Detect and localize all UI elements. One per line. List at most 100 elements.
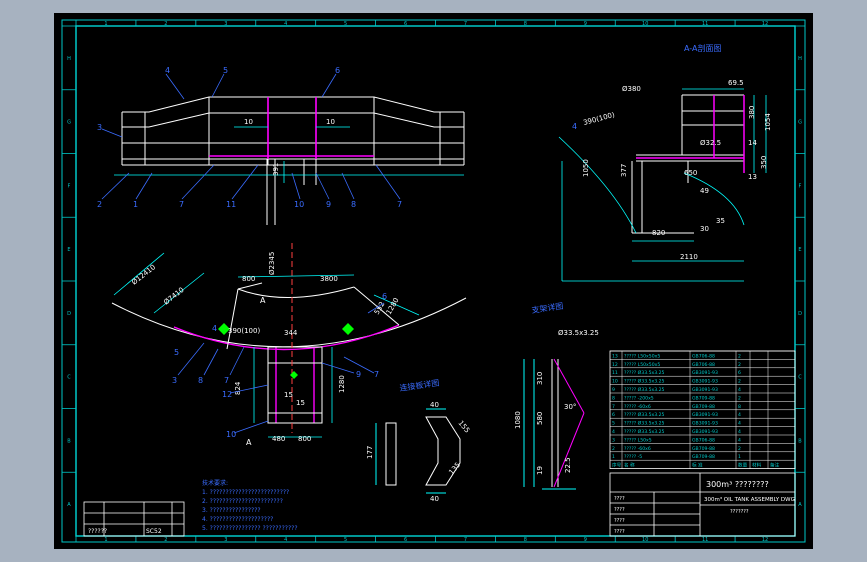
zone-number-top: 1 bbox=[104, 21, 107, 27]
aa-base-total: 2110 bbox=[680, 253, 698, 261]
parts-table-cell: 2 bbox=[738, 446, 741, 452]
tech-notes: 技术要求: 1. ????????????????????????? 2. ??… bbox=[202, 479, 298, 532]
plate-h: 177 bbox=[366, 446, 374, 459]
plan-b1: 480 bbox=[272, 435, 285, 443]
front-dim-right: 10 bbox=[326, 118, 335, 126]
aa-w1: Ø32.5 bbox=[700, 139, 721, 147]
aa-mark: 4 bbox=[572, 122, 577, 131]
aa-top-dia: Ø380 bbox=[622, 85, 641, 93]
parts-table-cell: ????? L50x5 bbox=[624, 437, 652, 443]
section-aa-dims bbox=[558, 88, 767, 282]
zone-number-top: 7 bbox=[464, 21, 467, 27]
title-row-0: ???? bbox=[614, 496, 625, 502]
parts-table-cell: ????? Ø33.5x3.25 bbox=[624, 369, 665, 376]
parts-table-cell: ????? -60x6 bbox=[624, 446, 651, 452]
front-callout-4: 4 bbox=[165, 66, 170, 75]
aa-bar: 650 bbox=[684, 169, 697, 177]
parts-table-cell: GB706-88 bbox=[692, 362, 715, 368]
zone-number-top: 12 bbox=[762, 21, 768, 27]
plan-callout-5: 5 bbox=[174, 348, 179, 357]
plan-callout-12: 12 bbox=[222, 390, 232, 399]
section-aa-title: A-A剖面图 bbox=[684, 43, 721, 53]
plan-w2: 3800 bbox=[320, 275, 338, 283]
front-dimensions bbox=[114, 126, 464, 183]
note-line-2: 2. ??????????????????????? bbox=[202, 498, 283, 505]
fill-markers bbox=[218, 323, 354, 379]
plan-c1: 15 bbox=[284, 391, 293, 399]
plan-callout-7: 7 bbox=[224, 376, 229, 385]
zone-letter-left: H bbox=[67, 56, 71, 62]
aa-r-c: 30 bbox=[700, 225, 709, 233]
zone-letter-right: B bbox=[798, 438, 802, 444]
front-callout-7a: 7 bbox=[179, 200, 184, 209]
parts-table-cell: 10 bbox=[612, 379, 618, 385]
parts-table-cell: 6 bbox=[612, 412, 615, 418]
front-callout-7b: 7 bbox=[397, 200, 402, 209]
plate-c: 40 bbox=[430, 495, 439, 503]
parts-table-cell: GB3091-93 bbox=[692, 370, 718, 376]
parts-table-header-cell: 名 称 bbox=[624, 462, 635, 469]
zone-number-bottom: 11 bbox=[702, 537, 708, 543]
zone-letter-right: G bbox=[798, 120, 802, 126]
bracket-h1: 310 bbox=[536, 372, 544, 385]
change-block bbox=[83, 501, 185, 537]
note-line-5: 5. ???????????????? ??????????? bbox=[202, 525, 298, 532]
aa-r-b: 35 bbox=[716, 217, 725, 225]
parts-table-cell: 2 bbox=[738, 379, 741, 385]
parts-table-cell: GB3091-93 bbox=[692, 429, 718, 435]
parts-table-cell: ????? Ø33.5x3.25 bbox=[624, 378, 665, 385]
parts-table-cell: 2 bbox=[738, 395, 741, 401]
parts-table-cell: GB709-88 bbox=[692, 454, 715, 460]
parts-table-cell: 4 bbox=[738, 412, 741, 418]
front-callout-2: 2 bbox=[97, 200, 102, 209]
zone-letter-left: E bbox=[67, 247, 70, 253]
aa-rail-h1: 380 bbox=[748, 106, 756, 119]
zone-number-top: 2 bbox=[164, 21, 167, 27]
front-dim-left: 10 bbox=[244, 118, 253, 126]
parts-table-cell: 8 bbox=[738, 404, 741, 410]
bracket-angle: 30° bbox=[564, 403, 576, 411]
zone-letter-left: F bbox=[68, 183, 71, 189]
zone-number-bottom: 7 bbox=[464, 537, 467, 543]
zone-number-top: 10 bbox=[642, 21, 648, 27]
parts-table-cell: 4 bbox=[738, 387, 741, 393]
parts-table-cell: GB3091-93 bbox=[692, 412, 718, 418]
zone-number-top: 6 bbox=[404, 21, 407, 27]
handrail-mid bbox=[122, 112, 464, 128]
parts-table-header-cell: 序号 bbox=[612, 462, 622, 469]
parts-table-cell: GB709-88 bbox=[692, 404, 715, 410]
parts-table-cell: 6 bbox=[738, 370, 741, 376]
plan-view bbox=[111, 243, 467, 433]
zone-number-top: 9 bbox=[584, 21, 587, 27]
aa-h-base: 350 bbox=[760, 156, 768, 169]
parts-table-cell: GB706-88 bbox=[692, 353, 715, 359]
front-callout-10: 10 bbox=[294, 200, 304, 209]
aa-h-small: 13 bbox=[748, 173, 757, 181]
bracket-h4: 19 bbox=[536, 466, 544, 475]
plan-c2: 15 bbox=[296, 399, 305, 407]
parts-table-cell: ????? -60x6 bbox=[624, 404, 651, 410]
title-row-3: ???? bbox=[614, 529, 625, 535]
parts-table-cell: ????? Ø33.5x3.25 bbox=[624, 386, 665, 393]
parts-table-cell: GB709-88 bbox=[692, 446, 715, 452]
plate-w-top: 40 bbox=[430, 401, 439, 409]
zone-number-bottom: 10 bbox=[642, 537, 648, 543]
aa-rail-h2: 1054 bbox=[764, 113, 772, 131]
parts-table-cell: 4 bbox=[738, 429, 741, 435]
aa-r-a: 49 bbox=[700, 187, 709, 195]
parts-table-cell: GB3091-93 bbox=[692, 379, 718, 385]
plan-callout-8: 8 bbox=[198, 376, 203, 385]
parts-table-header-cell: 备注 bbox=[770, 462, 780, 469]
parts-table-cell: GB3091-93 bbox=[692, 421, 718, 427]
title-row-1: ???? bbox=[614, 507, 625, 513]
bracket-title: 支架详图 bbox=[531, 301, 564, 315]
plan-gap: 390(100) bbox=[228, 327, 260, 335]
zone-letter-left: A bbox=[67, 502, 71, 508]
parts-table-cell: GB706-88 bbox=[692, 437, 715, 443]
plan-h1: 824 bbox=[234, 381, 242, 395]
aa-base-w: 820 bbox=[652, 229, 665, 237]
plan-r1: Ø12410 bbox=[130, 263, 157, 286]
zone-letter-right: E bbox=[798, 247, 801, 253]
title-block bbox=[609, 472, 796, 537]
